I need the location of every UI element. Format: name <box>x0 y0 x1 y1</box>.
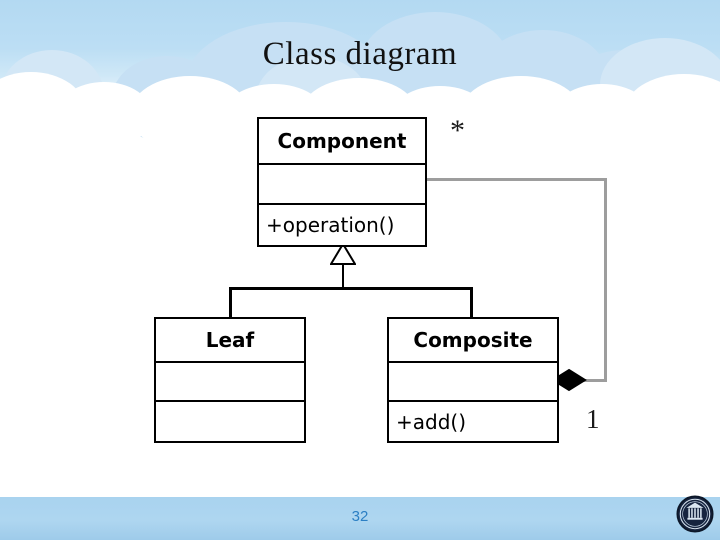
class-box-composite[interactable]: Composite +add() <box>387 317 559 443</box>
class-attributes-leaf <box>156 363 304 402</box>
class-name-composite: Composite <box>389 319 557 363</box>
generalization-stem <box>342 263 344 289</box>
multiplicity-one: 1 <box>586 404 600 434</box>
cloud-base <box>0 100 720 112</box>
class-attributes-composite <box>389 363 557 402</box>
class-box-component[interactable]: Component +operation() <box>257 117 427 247</box>
class-box-leaf[interactable]: Leaf <box>154 317 306 443</box>
association-line-bottom <box>570 379 607 382</box>
class-name-component: Component <box>259 119 425 165</box>
footer-band <box>0 497 720 540</box>
multiplicity-star: * <box>450 114 465 147</box>
generalization-bar <box>229 287 473 290</box>
class-operations-component: +operation() <box>266 213 395 237</box>
association-line-top <box>427 178 607 181</box>
cloud-i <box>624 74 720 152</box>
generalization-drop-composite <box>470 287 473 318</box>
class-operations-composite: +add() <box>396 409 467 434</box>
class-diagram: Component +operation() Leaf Composite +a… <box>154 114 607 443</box>
university-seal-icon <box>676 495 714 533</box>
class-attributes-component <box>259 165 425 205</box>
class-name-leaf: Leaf <box>156 319 304 363</box>
association-line-right <box>604 178 607 381</box>
sky-background <box>0 0 720 152</box>
page-number: 32 <box>351 508 369 525</box>
generalization-drop-leaf <box>229 287 232 318</box>
class-operations-leaf <box>156 402 304 441</box>
page-title: Class diagram <box>262 36 458 72</box>
inheritance-triangle-icon <box>330 243 356 265</box>
